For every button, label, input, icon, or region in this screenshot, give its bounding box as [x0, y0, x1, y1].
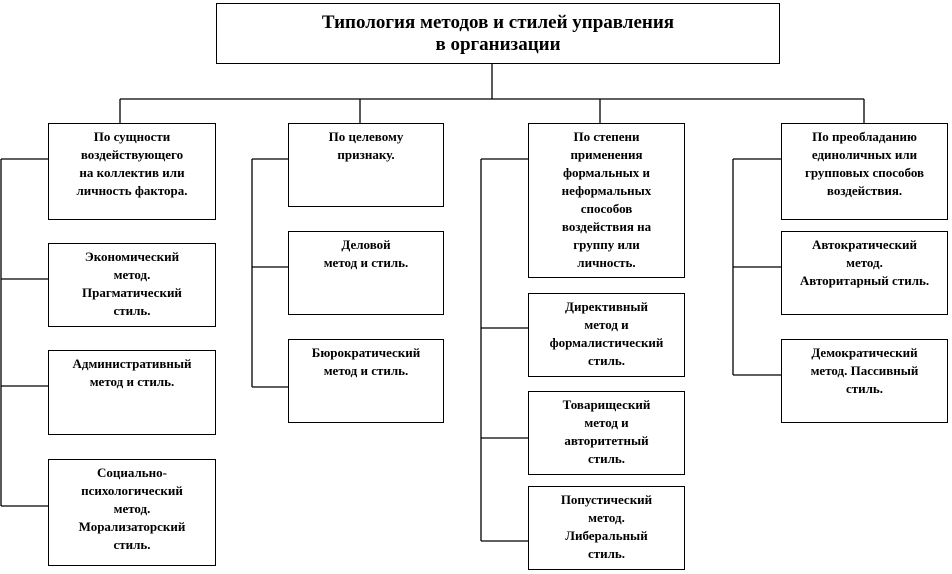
box-text-line: на коллектив или [79, 165, 185, 180]
method-style-box: Попустический метод. Либеральный стиль. [528, 486, 685, 570]
category-header-box: По сущности воздействующего на коллектив и… [48, 123, 216, 220]
box-text-line: метод и [584, 415, 629, 430]
box-text-line: метод. [846, 255, 883, 270]
box-text-line: формалистический [549, 335, 664, 350]
box-text-line: стиль. [587, 451, 626, 466]
box-text-line: Прагматический [82, 285, 182, 300]
box-text-line: Авторитарный стиль. [799, 273, 930, 288]
box-text-line: стиль. [587, 546, 626, 561]
box-text-line: личность фактора. [76, 183, 188, 198]
box-text-line: признаку. [337, 147, 395, 162]
box-text-line: личность. [577, 255, 636, 270]
box-text-line: психологический [81, 483, 183, 498]
box-text-line: метод. [588, 510, 625, 525]
category-header-box: По преобладанию единоличных или групповых … [781, 123, 948, 220]
category-header-box: По целевому признаку. [288, 123, 444, 207]
method-style-box: Автократический метод. Авторитарный стиль. [781, 231, 948, 315]
box-text-line: Попустический [560, 492, 653, 507]
method-style-box: Директивный метод и формалистический стиль. [528, 293, 685, 377]
box-text-line: стиль. [113, 537, 151, 552]
box-text-line: Демократический [811, 345, 918, 360]
box-text-line: Морализаторский [78, 519, 186, 534]
box-text-line: Административный [72, 356, 192, 371]
box-text-line: Товарищеский [562, 397, 651, 412]
method-style-box: Экономический метод. Прагматический стиль. [48, 243, 216, 327]
box-text-line: Бюрократический [311, 345, 421, 360]
box-text-line: Деловой [341, 237, 391, 252]
box-text-line: По степени [573, 129, 640, 144]
box-text-line: формальных и [563, 165, 650, 180]
box-text-line: стиль. [113, 303, 151, 318]
box-text-line: По целевому [328, 129, 404, 144]
box-text-line: Директивный [565, 299, 648, 314]
box-text-line: стиль. [587, 353, 626, 368]
box-text-line: Автократический [811, 237, 918, 252]
box-text-line: группу или [573, 237, 640, 252]
box-text-line: групповых способов [804, 165, 925, 180]
method-style-box: Товарищеский метод и авторитетный стиль. [528, 391, 685, 475]
box-text-line: По сущности [93, 129, 171, 144]
box-text-line: воздействия. [826, 183, 903, 198]
box-text-line: метод. [113, 501, 151, 516]
box-text-line: метод и стиль. [89, 374, 175, 389]
box-text-line: единоличных или [811, 147, 918, 162]
box-text-line: воздействия на [561, 219, 652, 234]
box-text-line: метод. Пассивный [810, 363, 919, 378]
category-header-box: По степени применения формальных и неформал… [528, 123, 685, 278]
box-text-line: метод и [584, 317, 629, 332]
title-line: Типология методов и стилей управления [321, 12, 675, 33]
box-text-line: Экономический [84, 249, 180, 264]
box-text-line: авторитетный [564, 433, 649, 448]
box-text-line: метод и стиль. [323, 255, 409, 270]
box-text-line: воздействующего [80, 147, 184, 162]
method-style-box: Деловой метод и стиль. [288, 231, 444, 315]
diagram-title: Типология методов и стилей управления в … [216, 3, 780, 64]
box-text-line: метод. [113, 267, 151, 282]
title-line: в организации [435, 34, 561, 55]
box-text-line: способов [580, 201, 633, 216]
box-text-line: По преобладанию [812, 129, 917, 144]
box-text-line: Социально- [97, 465, 167, 480]
box-text-line: применения [570, 147, 643, 162]
box-text-line: Либеральный [565, 528, 648, 543]
method-style-box: Административный метод и стиль. [48, 350, 216, 435]
box-text-line: метод и стиль. [323, 363, 409, 378]
box-text-line: неформальных [561, 183, 652, 198]
method-style-box: Бюрократический метод и стиль. [288, 339, 444, 423]
box-text-line: стиль. [845, 381, 884, 396]
method-style-box: Социально-психологический метод. Морализат… [48, 459, 216, 566]
method-style-box: Демократический метод. Пассивный стиль. [781, 339, 948, 423]
